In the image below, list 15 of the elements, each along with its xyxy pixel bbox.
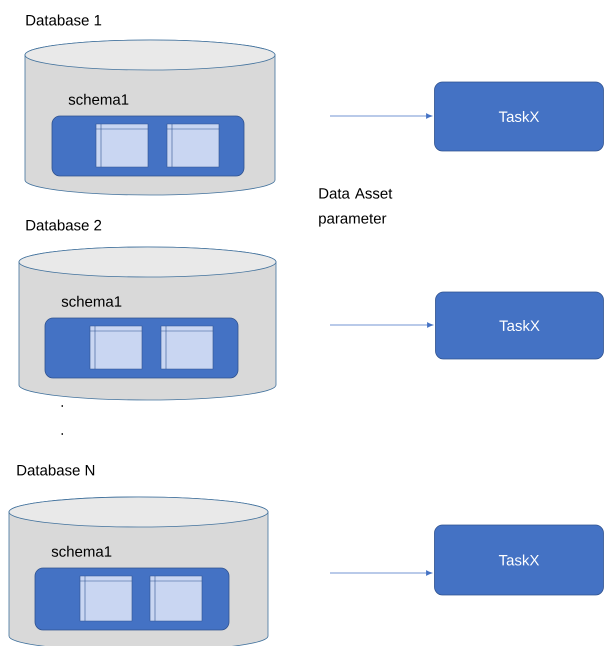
ellipsis-dot: . [62, 433, 63, 435]
task-box: TaskX [434, 524, 604, 596]
schema-heading: schema1 [68, 94, 128, 105]
ellipsis-dot: . [62, 405, 63, 407]
task-box: TaskX [435, 292, 604, 360]
database-heading: Database 1 [26, 14, 102, 26]
schema-heading: schema1 [62, 296, 122, 307]
task-box: TaskX [434, 82, 604, 152]
parameter-label: Data Asset parameter [319, 188, 392, 227]
database-heading: Database N [17, 464, 94, 476]
arrow [330, 322, 434, 328]
database-heading: Database 2 [26, 220, 102, 230]
schema-heading: schema1 [52, 546, 112, 557]
arrow [330, 113, 432, 119]
arrow [330, 570, 432, 576]
